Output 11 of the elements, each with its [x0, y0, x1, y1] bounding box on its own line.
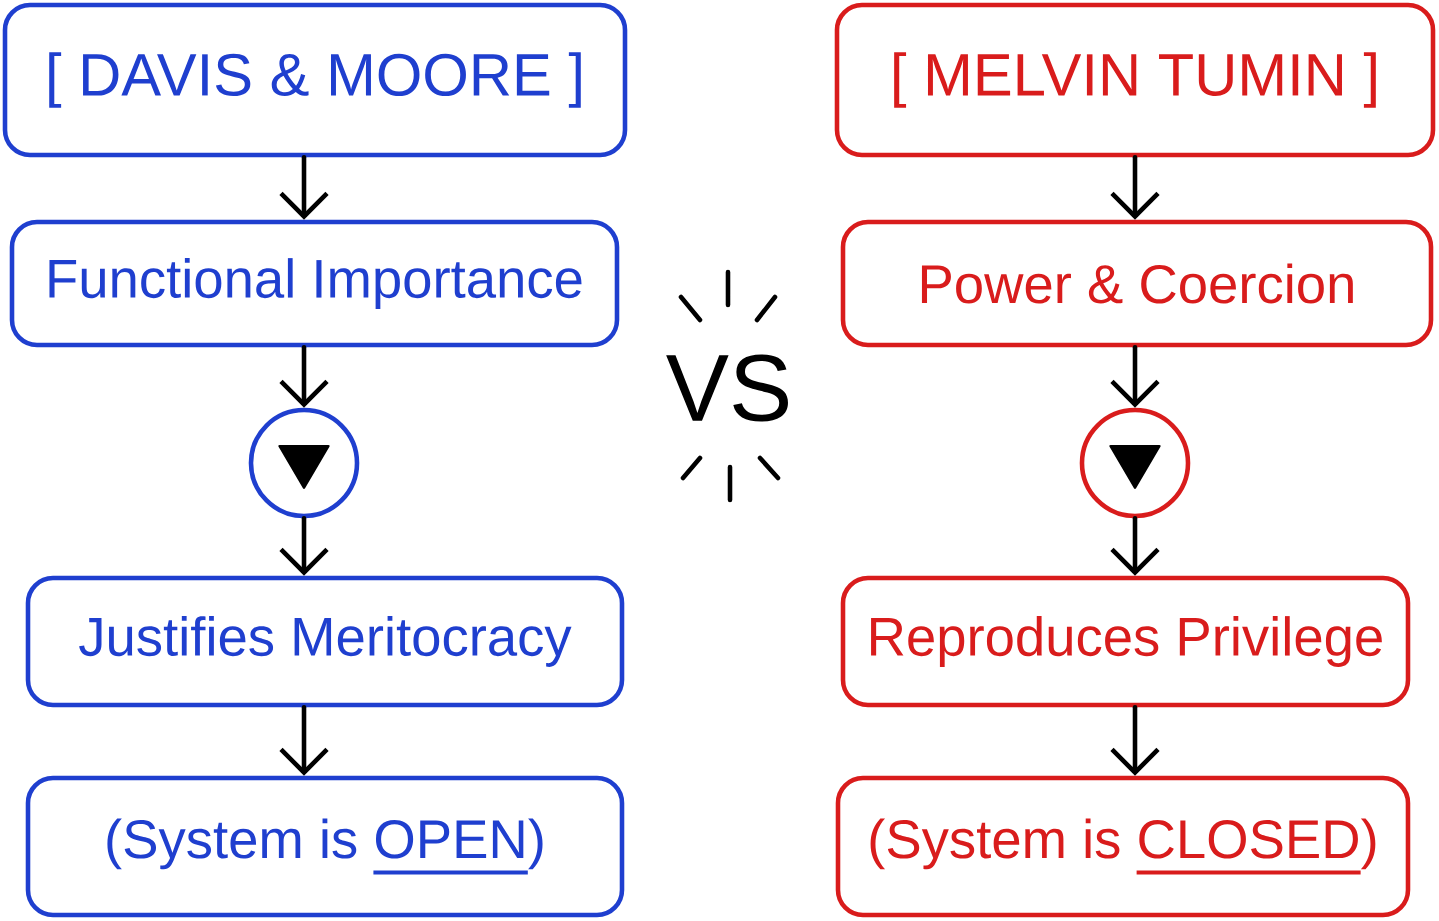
process-box: Justifies Meritocracy: [25, 575, 625, 708]
heading-box: [ DAVIS & MOORE ]: [2, 2, 628, 158]
process-box: Power & Coercion: [840, 219, 1434, 348]
process-box: Functional Importance: [9, 219, 620, 348]
process-box: Reproduces Privilege: [840, 575, 1411, 708]
heading-box: [ MELVIN TUMIN ]: [834, 2, 1436, 158]
circle: [248, 407, 360, 519]
process-box: (System is OPEN): [25, 775, 625, 918]
process-box: (System is CLOSED): [835, 775, 1411, 918]
label: VS: [666, 354, 788, 422]
circle: [1079, 407, 1191, 519]
